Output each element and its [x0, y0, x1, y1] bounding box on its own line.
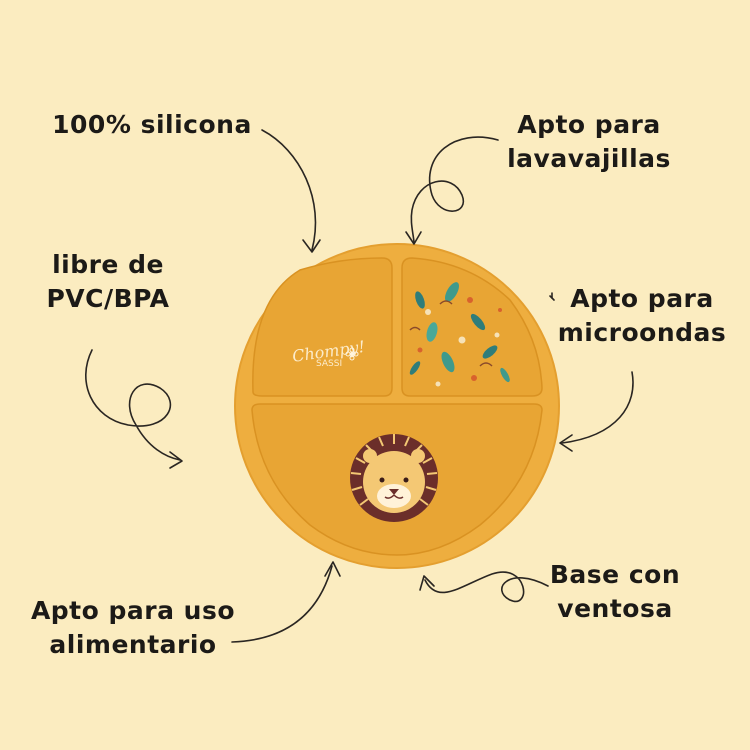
compartment-top-right	[401, 257, 543, 397]
arrow-microondas	[559, 371, 634, 452]
floral-pattern-decoration	[409, 282, 510, 387]
arrows	[85, 129, 634, 643]
feature-label-silicona: 100% silicona	[52, 110, 252, 139]
compartment-top-left	[252, 257, 393, 397]
flower-icon	[345, 347, 359, 361]
arrow-ventosa	[419, 571, 549, 603]
arrow-silicona	[261, 129, 321, 253]
lion-illustration	[350, 434, 438, 522]
arrow-pvc	[85, 349, 183, 469]
feature-label-pvc: libre de PVC/BPA	[46, 250, 170, 313]
arrow-lavavajillas	[405, 136, 499, 245]
divided-plate: Chompy! SASSI	[234, 243, 560, 569]
brand-name-text: SASSI	[316, 359, 342, 369]
feature-label-alimentario: Apto para uso alimentario	[30, 596, 236, 659]
feature-label-ventosa: Base con ventosa	[549, 560, 681, 623]
feature-label-microondas: Apto para microondas	[557, 284, 727, 347]
arrow-alimentario	[231, 561, 341, 643]
feature-label-lavavajillas: Apto para lavavajillas	[507, 110, 671, 173]
